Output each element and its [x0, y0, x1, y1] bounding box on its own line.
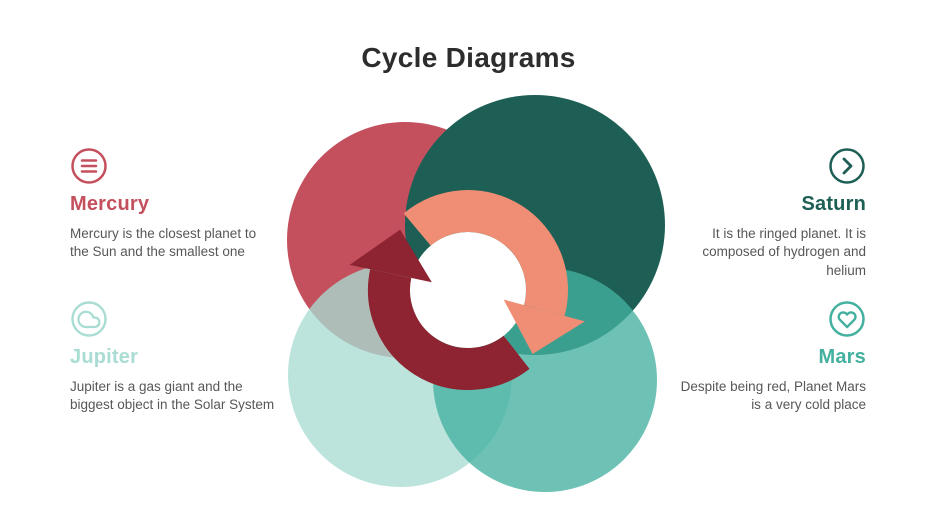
chevron-right-icon	[674, 147, 866, 185]
heart-icon-glyph	[829, 301, 865, 337]
description-mars: Despite being red, Planet Mars is a very…	[680, 379, 866, 413]
info-mars: Mars Despite being red, Planet Mars is a…	[674, 300, 866, 415]
heading-mercury: Mercury	[70, 193, 150, 215]
info-mercury: Mercury Mercury is the closest planet to…	[70, 147, 275, 262]
description-mercury: Mercury is the closest planet to the Sun…	[70, 226, 257, 260]
cloud-icon-glyph	[71, 301, 107, 337]
cycle-hub-circle	[410, 232, 526, 348]
cycle-diagram-svg	[287, 95, 665, 492]
cycle-arrow-salmon	[403, 190, 585, 354]
cycle-arrow-maroon-head	[349, 229, 432, 283]
heading-saturn: Saturn	[801, 193, 866, 215]
cycle-arrow-salmon-arc	[403, 190, 568, 316]
info-jupiter: Jupiter Jupiter is a gas giant and the b…	[70, 300, 275, 415]
cycle-arrow-salmon-head	[503, 299, 585, 354]
cycle-diagram	[240, 85, 720, 525]
list-icon-glyph	[71, 148, 107, 184]
page-title: Cycle Diagrams	[361, 42, 576, 73]
heart-icon	[674, 300, 866, 338]
cycle-arrow-maroon-arc	[368, 269, 530, 391]
heading-jupiter: Jupiter	[70, 346, 139, 368]
heading-mars: Mars	[818, 346, 866, 368]
cycle-arrow-maroon	[349, 229, 530, 391]
chevron-right-icon-glyph	[829, 148, 865, 184]
cloud-icon	[70, 300, 275, 338]
description-saturn: It is the ringed planet. It is composed …	[702, 226, 866, 278]
info-saturn: Saturn It is the ringed planet. It is co…	[674, 147, 866, 280]
list-icon	[70, 147, 275, 185]
description-jupiter: Jupiter is a gas giant and the biggest o…	[70, 379, 275, 413]
